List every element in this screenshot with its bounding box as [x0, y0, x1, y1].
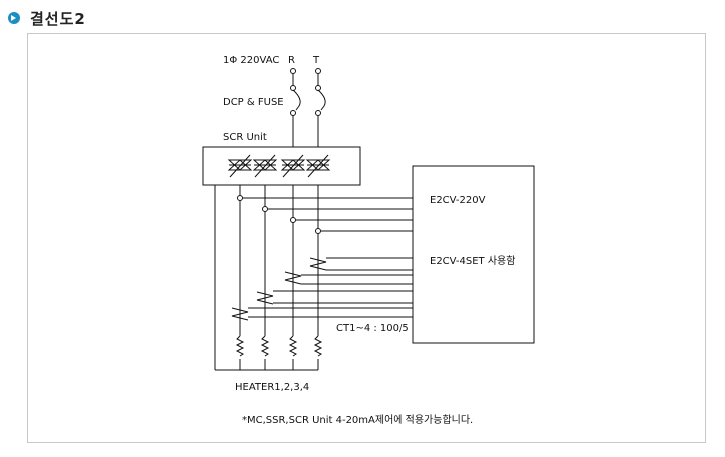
section-title-text: 결선도2 — [30, 9, 86, 28]
fuse-label: DCP & FUSE — [223, 97, 284, 108]
ct-symbol — [256, 291, 274, 305]
ct-symbol — [309, 257, 327, 271]
terminal-t — [315, 68, 321, 74]
controller-box — [412, 165, 535, 344]
scr-symbol — [227, 154, 253, 178]
heater-label: HEATER1,2,3,4 — [235, 382, 309, 393]
scr-symbol — [305, 154, 331, 178]
heater-resistor — [235, 335, 245, 357]
footnote: *MC,SSR,SCR Unit 4-20mA제어에 적용가능합니다. — [242, 414, 473, 426]
heater-resistor — [288, 335, 298, 357]
arrow-bullet-icon — [8, 12, 20, 24]
ct-symbol — [284, 271, 302, 285]
heater-resistor — [260, 335, 270, 357]
controller-model-label: E2CV-220V — [430, 195, 486, 206]
fuse-switch-t — [317, 89, 326, 111]
ct-symbol — [231, 307, 249, 321]
scr-symbol — [252, 154, 278, 178]
terminal-r — [290, 68, 296, 74]
scr-symbol — [280, 154, 306, 178]
phase-r-label: R — [288, 55, 295, 66]
phase-t-label: T — [312, 55, 320, 66]
power-label: 1Φ 220VAC — [223, 55, 279, 66]
controller-set-label: E2CV-4SET 사용함 — [430, 255, 515, 267]
scr-unit-box — [202, 146, 361, 186]
diagram-frame — [27, 33, 706, 443]
ct-label: CT1~4 : 100/5 — [336, 323, 409, 334]
heater-resistor — [313, 335, 323, 357]
scr-unit-label: SCR Unit — [223, 132, 267, 143]
fuse-switch-r — [292, 89, 301, 111]
section-title: 결선도2 — [8, 8, 86, 28]
